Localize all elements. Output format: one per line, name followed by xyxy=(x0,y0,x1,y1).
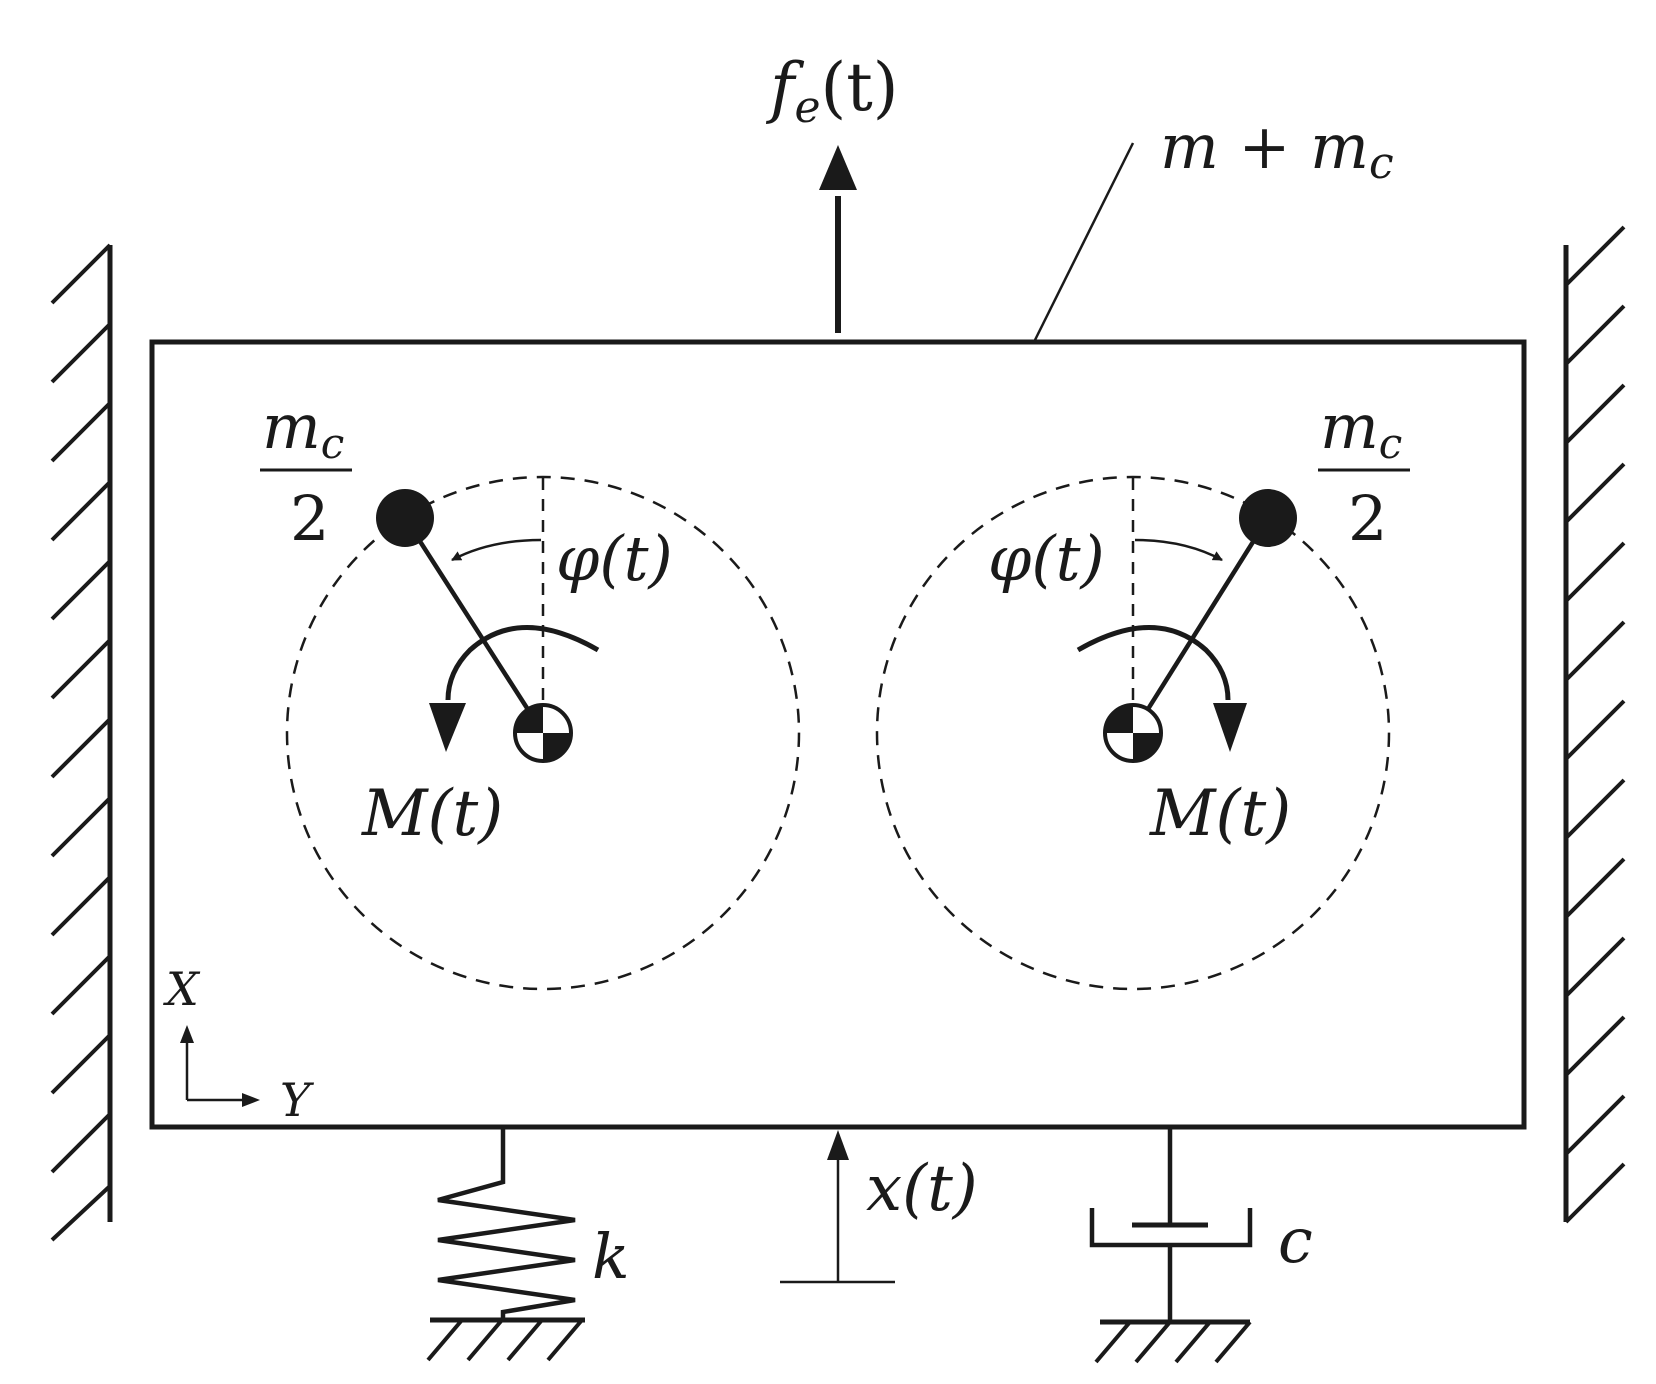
displacement-arrow xyxy=(780,1130,895,1284)
left-moment-arrow xyxy=(429,625,600,752)
svg-text:mc: mc xyxy=(1320,390,1402,468)
right-angle-arrow xyxy=(1134,538,1223,562)
axis-y-label: Y xyxy=(280,1073,315,1127)
svg-text:mc: mc xyxy=(262,390,344,468)
right-wall xyxy=(1563,225,1626,1224)
axis-x-label: X xyxy=(163,962,201,1016)
right-moment-arrow xyxy=(1076,625,1247,752)
left-wall-hatching xyxy=(50,243,112,1242)
left-rotor xyxy=(285,475,801,991)
right-angle-label: φ(t) xyxy=(988,522,1105,595)
spring-ground-hatching xyxy=(426,1318,584,1362)
right-rotor-center-icon xyxy=(1103,703,1163,763)
damper-ground-hatching xyxy=(1094,1320,1252,1364)
right-moment-label: M(t) xyxy=(1149,777,1291,851)
left-moment-label: M(t) xyxy=(361,777,503,851)
mass-body xyxy=(149,339,1527,1130)
right-rotor-arm xyxy=(1131,516,1270,735)
right-rotor-path xyxy=(875,475,1391,991)
excitation-force-arrow xyxy=(819,145,857,333)
right-unbalance-mass xyxy=(1239,489,1297,547)
svg-text:2: 2 xyxy=(290,482,329,555)
mass-leader-line xyxy=(1032,142,1135,343)
left-wall xyxy=(50,243,113,1242)
left-angle-arrow xyxy=(451,538,542,562)
coordinate-axes: X Y xyxy=(163,962,315,1127)
damping-label: c xyxy=(1278,1204,1313,1277)
left-unbalance-mass-label: mc 2 xyxy=(260,390,352,555)
total-mass-label: m + mc xyxy=(1160,110,1394,189)
left-rotor-center-icon xyxy=(513,703,573,763)
excitation-force-label: fe(t) xyxy=(765,49,899,133)
damper xyxy=(1089,1127,1253,1364)
right-rotor xyxy=(875,475,1391,991)
stiffness-label: k xyxy=(592,1220,630,1293)
right-wall-hatching xyxy=(1564,225,1626,1224)
displacement-label: x(t) xyxy=(866,1152,978,1226)
right-unbalance-mass-label: mc 2 xyxy=(1318,390,1410,555)
left-angle-label: φ(t) xyxy=(556,522,673,595)
spring xyxy=(426,1127,585,1362)
left-unbalance-mass xyxy=(376,489,434,547)
left-rotor-path xyxy=(285,475,801,991)
svg-text:2: 2 xyxy=(1348,482,1387,555)
left-rotor-arm xyxy=(403,516,545,735)
